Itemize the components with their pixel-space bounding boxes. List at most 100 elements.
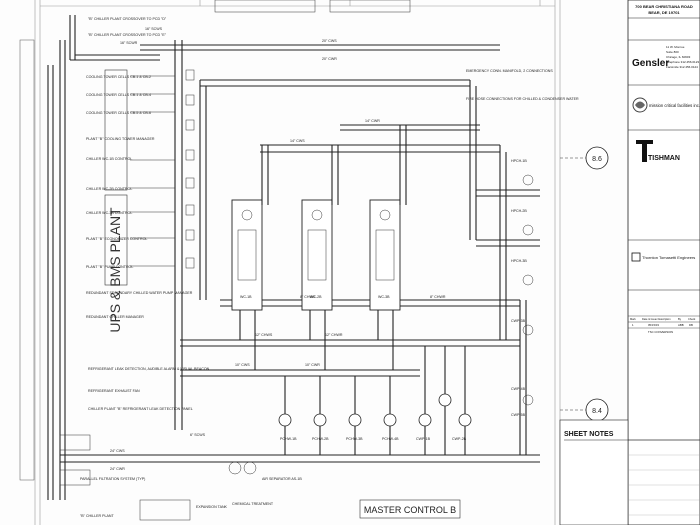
revisions-header: Mark <box>630 317 636 321</box>
callout: COOLING TOWER CELLS CB-1 & CB-2 <box>86 75 151 79</box>
pipe-size: 24" CWR <box>110 467 125 471</box>
tishman-logo-block: TISHMAN <box>636 140 680 162</box>
pump-row: PCHW-1B PCHW-2B PCHW-3B PCHW-4B CWP-1B C… <box>278 159 534 455</box>
pipe-size: 10" CWR <box>305 363 320 367</box>
pump-label: PCHW-3B <box>346 437 363 441</box>
project-address-line1: 700 BEAR CHRISTIANA ROAD <box>635 4 693 9</box>
pipe-size: 20" CWS <box>322 39 337 43</box>
pump-label: CWP-2B <box>452 437 467 441</box>
pipe-size: 14" CWR <box>365 119 380 123</box>
mcf-logo-text: mission critical facilities inc. <box>649 103 700 108</box>
pipe-size: 16" SCWS <box>145 27 163 31</box>
gensler-address-line: 11 W. Monroe <box>666 45 685 49</box>
grid-bubble-8-4: 8.4 <box>585 398 609 422</box>
chiller-wc-1b: WC-1B <box>231 145 269 311</box>
project-address-line2: BEAR, DE 19701 <box>648 10 680 15</box>
pump-label: CWP-5B <box>511 413 526 417</box>
gensler-logo: Gensler <box>632 58 669 69</box>
chiller-drops <box>239 310 394 370</box>
callout-labels-left: "B" CHILLER PLANT CROSSOVER TO PCD "D" "… <box>80 17 579 518</box>
pipe-size: 24" CWS <box>110 449 125 453</box>
sheet-notes-block: SHEET NOTES <box>559 419 700 525</box>
callout: CHILLER PLANT "B" REFRIGERANT LEAK DETEC… <box>88 407 193 411</box>
pump-label: PCHW-4B <box>382 437 399 441</box>
pipe-size: 8" CHWR <box>430 295 446 299</box>
callout: PLANT "B" ECONOMIZER CONTROL <box>86 237 147 241</box>
gensler-address-line: Facsimile 312.456.0124 <box>666 65 698 69</box>
chiller-label: WC-2B <box>310 295 322 299</box>
gensler-address-line: Telephone 312.456.0123 <box>666 60 699 64</box>
callout: "B" CHILLER PLANT <box>80 514 115 518</box>
revision-desc: 05/15/03 <box>648 323 659 327</box>
callout: CHILLER WC-3B CONTROL <box>86 211 132 215</box>
callout: PARALLEL FILTRATION SYSTEM (TYP) <box>80 477 145 481</box>
grid-bubble-label: 8.6 <box>592 156 602 163</box>
gensler-logo-block: Gensler 11 W. Monroe Suite 800 Chicago, … <box>632 45 699 69</box>
revision-mark: 1 <box>632 323 634 327</box>
callout: COOLING TOWER CELLS CB-5 & CB-6 <box>86 111 151 115</box>
revisions-header: Check <box>688 317 696 321</box>
revision-note: TSC CONVERSION <box>648 330 673 334</box>
chiller-label: WC-3B <box>378 295 390 299</box>
gensler-address-line: Chicago, IL 60603 <box>666 55 691 59</box>
revisions-header: By <box>678 317 682 321</box>
revisions-header: Date & Issue Description <box>642 317 671 321</box>
revisions-table: Mark Date & Issue Description By Check 1… <box>628 315 700 334</box>
riser-equipment <box>185 69 195 269</box>
tishman-logo: TISHMAN <box>648 155 680 162</box>
callout: EXPANSION TANK <box>196 505 228 509</box>
callout: COOLING TOWER CELLS CB-1 & CB-4 <box>86 93 151 97</box>
revision-check: DB <box>689 323 693 327</box>
engineer-logo-text: Thornton Tomasetti Engineers <box>642 255 695 260</box>
pipe-size: 12" CHWS <box>255 333 273 337</box>
left-riser-pipes <box>47 15 500 500</box>
hx-label: HPCH-2B <box>511 209 527 213</box>
hx-label: HPCH-3B <box>511 259 527 263</box>
pipe-size: 12" CHWR <box>325 333 343 337</box>
master-control-area: MASTER CONTROL B <box>359 499 461 519</box>
pipe-size: 16" SCWR <box>120 41 138 45</box>
callout: CHILLER WC-1B CONTROL <box>86 157 132 161</box>
callout: "B" CHILLER PLANT CROSSOVER TO PCD "E" <box>88 33 167 37</box>
callout: CHILLER WC-2B CONTROL <box>86 187 132 191</box>
callout: REFRIGERANT LEAK DETECTION, AUDIBLE ALAR… <box>88 367 210 371</box>
grid-bubble-label: 8.4 <box>592 408 602 415</box>
callout: FIRE HOSE CONNECTIONS FOR CHILLED & COND… <box>466 97 579 101</box>
callout: PLANT "B" PUMP CONTROL <box>86 265 133 269</box>
pump-label: CWP-4B <box>511 387 526 391</box>
callout: PLANT "B" COOLING TOWER MANAGER <box>86 137 155 141</box>
callout: REDUNDANT CHILLER MANAGER <box>86 315 144 319</box>
pump-label: CWP-3B <box>511 319 526 323</box>
hx-label: HPCH-1B <box>511 159 527 163</box>
pump-pchw-4b: PCHW-4B <box>382 376 399 455</box>
callout: REDUNDANT SECONDARY CHILLED WATER PUMP M… <box>86 291 193 295</box>
pump-cwp-set: CWP-1B CWP-2B <box>416 346 472 455</box>
bottom-left-equipment <box>59 434 257 521</box>
pipe-size: 10" CWS <box>235 363 250 367</box>
callout: AIR SEPARATOR AS-1B <box>262 477 302 481</box>
master-control-label: MASTER CONTROL B <box>364 505 456 515</box>
pipe-size: 6" SCWS <box>190 433 206 437</box>
main-headers <box>60 79 540 463</box>
pump-label: PCHW-1B <box>280 437 297 441</box>
pump-pchw-2b: PCHW-2B <box>312 376 329 455</box>
leader-lines <box>130 75 175 267</box>
grid-bubble-8-6: 8.6 <box>585 146 609 170</box>
pipe-size: 20" CWR <box>322 57 337 61</box>
control-panel-boxes <box>19 39 128 481</box>
callout: "B" CHILLER PLANT CROSSOVER TO PCD "D" <box>88 17 167 21</box>
pipe-size: 8" CHWS <box>300 295 316 299</box>
chiller-wc-3b: WC-3B <box>369 125 407 311</box>
pipe-size: 14" CWS <box>290 139 305 143</box>
pipe-size-annotations: 16" SCWS 16" SCWR 20" CWS 20" CWR 14" CW… <box>110 27 446 471</box>
pump-pchw-3b: PCHW-3B <box>346 376 363 455</box>
title-block: 700 BEAR CHRISTIANA ROAD BEAR, DE 19701 <box>627 0 700 525</box>
vertical-plant-label: UPS & BMS PLANT <box>107 207 123 333</box>
gensler-address-line: Suite 800 <box>666 50 679 54</box>
mcf-logo-block: mission critical facilities inc. <box>632 97 700 113</box>
chiller-wc-2b: WC-2B <box>301 145 339 311</box>
engineer-logo-block: Thornton Tomasetti Engineers <box>631 252 695 262</box>
pump-pchw-1b: PCHW-1B <box>278 376 297 455</box>
